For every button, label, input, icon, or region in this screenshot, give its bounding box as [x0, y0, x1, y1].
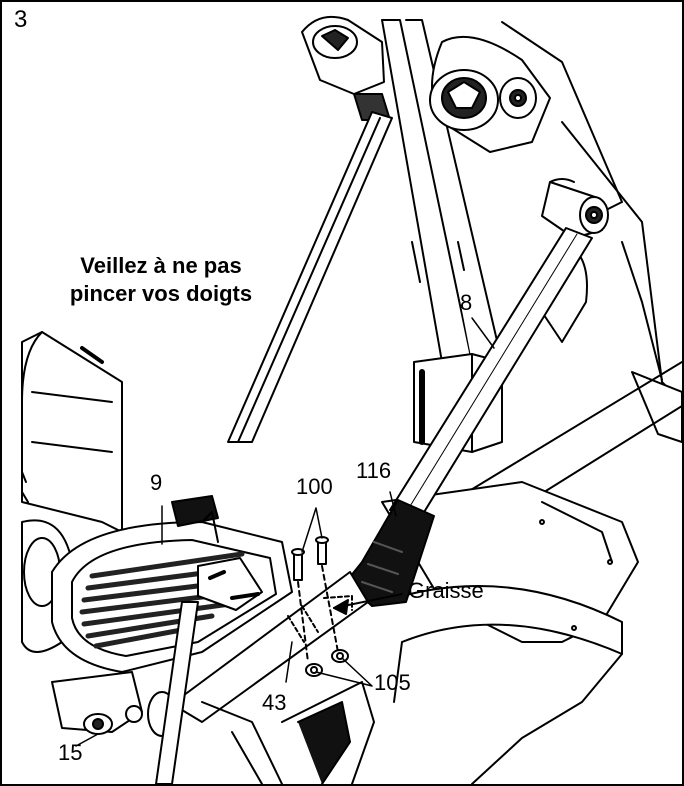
- pedal-arm-rod: [155, 511, 219, 784]
- pedal-bracket-15: [51, 671, 177, 737]
- grease-arrow: [323, 593, 403, 615]
- arm-pivot-bearing: [541, 178, 609, 239]
- leader-lines: [75, 317, 495, 747]
- upper-left-pivot: [301, 16, 391, 121]
- base-platform: [381, 481, 639, 784]
- sleeve-116: [345, 499, 435, 607]
- callout-grease: Graisse: [408, 578, 484, 603]
- left-upper-rod: [227, 111, 393, 443]
- callout-part-9: 9: [150, 470, 163, 495]
- warning-line-2: pincer vos doigts: [69, 281, 253, 306]
- bolts-100: [291, 536, 339, 663]
- lower-frame: [201, 681, 375, 784]
- upper-right-pivot: [429, 21, 623, 213]
- step-number: 3: [14, 6, 28, 33]
- warning-line-1: Veillez à ne pas: [80, 253, 242, 278]
- warning-text: Veillez à ne pas pincer vos doigts: [46, 252, 276, 308]
- callout-part-15: 15: [58, 740, 83, 765]
- callout-part-105: 105: [374, 670, 411, 695]
- callout-part-43: 43: [262, 690, 287, 715]
- right-frame-parts: [417, 121, 682, 563]
- left-console: [21, 331, 123, 533]
- callout-part-8: 8: [460, 290, 473, 315]
- pedal-9: [51, 495, 293, 673]
- callout-part-100: 100: [296, 474, 333, 499]
- nuts-105: [305, 649, 349, 677]
- callout-part-116: 116: [356, 458, 392, 483]
